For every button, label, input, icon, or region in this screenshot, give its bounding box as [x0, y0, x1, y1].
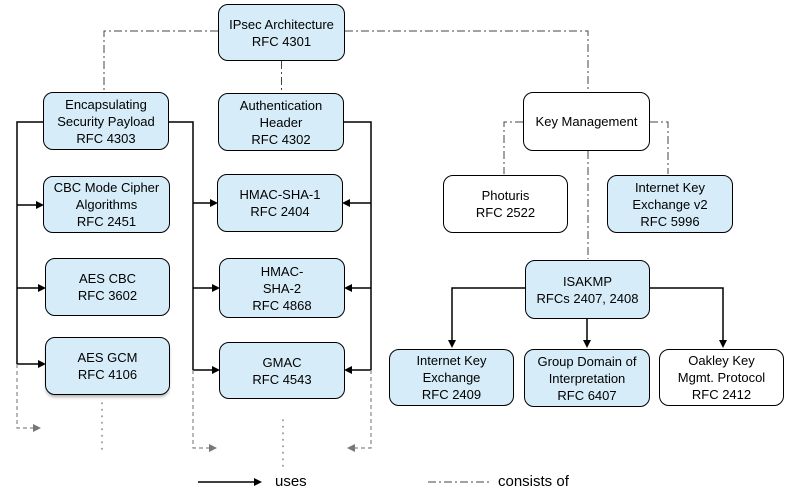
node-cbc-mode-cipher-algorithms-label: CBC Mode Cipher Algorithms RFC 2451 [53, 180, 160, 229]
ellipsis-dots [101, 402, 284, 469]
node-aes-gcm: AES GCM RFC 4106 [45, 337, 170, 395]
node-photuris-label: Photuris RFC 2522 [475, 188, 536, 220]
node-authentication-header-label: Authentication Header RFC 4302 [239, 97, 323, 147]
node-oakley-key-mgmt-protocol-label: Oakley Key Mgmt. Protocol RFC 2412 [677, 353, 766, 402]
uses-arrowheads [36, 199, 727, 486]
node-ipsec-architecture-label: IPsec Architecture RFC 4301 [229, 16, 334, 49]
continuation-arrowheads [33, 424, 355, 452]
uses-connectors [16, 121, 724, 483]
node-isakmp-label: ISAKMP RFCs 2407, 2408 [536, 273, 639, 306]
node-hmac-sha-1-label: HMAC-SHA-1 RFC 2404 [239, 187, 321, 219]
node-gmac-label: GMAC RFC 4543 [252, 354, 312, 387]
node-ipsec-architecture: IPsec Architecture RFC 4301 [218, 4, 345, 61]
node-hmac-sha-2-label: HMAC- SHA-2 RFC 4868 [252, 263, 312, 313]
node-encapsulating-security-payload: Encapsulating Security Payload RFC 4303 [43, 92, 169, 150]
node-oakley-key-mgmt-protocol: Oakley Key Mgmt. Protocol RFC 2412 [659, 349, 784, 406]
consists-of-connectors [103, 30, 669, 483]
node-hmac-sha-1: HMAC-SHA-1 RFC 2404 [217, 174, 343, 232]
node-internet-key-exchange-label: Internet Key Exchange RFC 2409 [416, 353, 487, 402]
node-internet-key-exchange: Internet Key Exchange RFC 2409 [389, 349, 514, 406]
node-gmac: GMAC RFC 4543 [219, 342, 345, 399]
node-key-management-label: Key Management [535, 114, 638, 129]
node-internet-key-exchange-v2: Internet Key Exchange v2 RFC 5996 [607, 175, 733, 233]
node-hmac-sha-2: HMAC- SHA-2 RFC 4868 [219, 258, 345, 318]
node-internet-key-exchange-v2-label: Internet Key Exchange v2 RFC 5996 [632, 179, 708, 229]
node-cbc-mode-cipher-algorithms: CBC Mode Cipher Algorithms RFC 2451 [43, 176, 170, 233]
legend-consists-of-label: consists of [498, 473, 569, 490]
node-group-domain-of-interpretation-label: Group Domain of Interpretation RFC 6407 [537, 353, 637, 403]
node-group-domain-of-interpretation: Group Domain of Interpretation RFC 6407 [524, 349, 650, 407]
node-key-management: Key Management [523, 92, 650, 151]
node-isakmp: ISAKMP RFCs 2407, 2408 [525, 260, 650, 319]
node-photuris: Photuris RFC 2522 [443, 175, 568, 233]
node-encapsulating-security-payload-label: Encapsulating Security Payload RFC 4303 [57, 96, 155, 146]
node-aes-cbc: AES CBC RFC 3602 [45, 258, 170, 316]
node-aes-gcm-label: AES GCM RFC 4106 [77, 350, 138, 382]
legend-uses-label: uses [275, 473, 307, 490]
continuation-arrows [16, 364, 372, 449]
node-aes-cbc-label: AES CBC RFC 3602 [77, 271, 138, 303]
node-authentication-header: Authentication Header RFC 4302 [218, 93, 344, 151]
